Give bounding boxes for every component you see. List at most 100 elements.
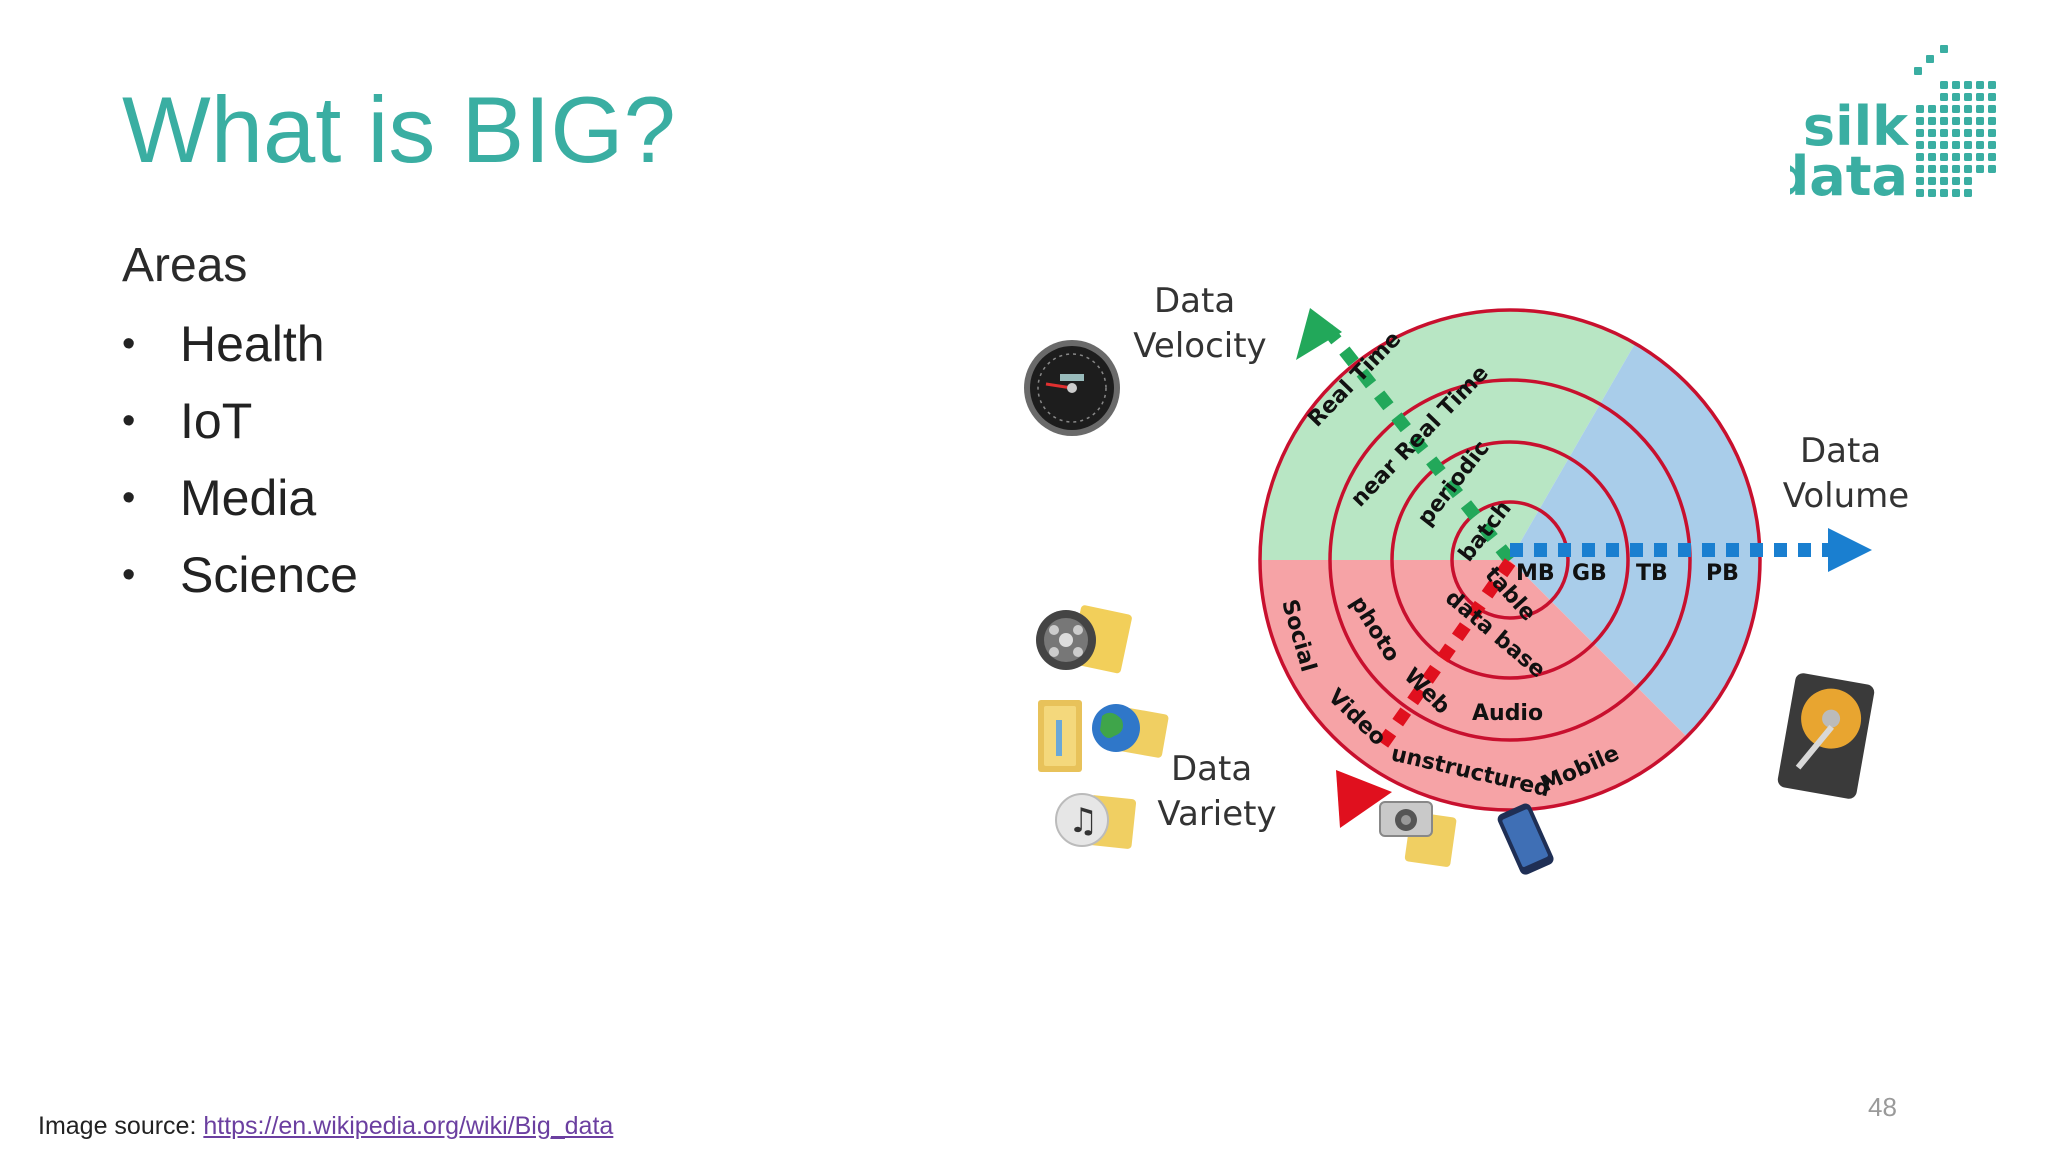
areas-list: •Health •IoT •Media •Science: [122, 312, 358, 620]
source-label: Image source:: [38, 1112, 203, 1140]
logo-dot: [1940, 81, 1948, 89]
list-item: •Media: [122, 466, 358, 543]
areas-heading: Areas: [122, 238, 247, 293]
big-data-3v-diagram: Data Velocity Data Volume Data Variety R…: [1010, 280, 1930, 900]
variety-label-line1: Data: [1171, 749, 1252, 789]
logo-dot: [1928, 165, 1936, 173]
logo-dot: [1952, 153, 1960, 161]
slide-title: What is BIG?: [122, 78, 676, 181]
logo-text-data: data: [1790, 145, 1908, 208]
logo-dot: [1916, 177, 1924, 185]
logo-dot: [1940, 177, 1948, 185]
logo-dot: [1964, 141, 1972, 149]
logo-dot: [1964, 165, 1972, 173]
svg-text:♫: ♫: [1068, 801, 1098, 841]
speedometer-icon: [1024, 340, 1120, 436]
bullet-icon: •: [122, 389, 135, 453]
logo-dot: [1916, 153, 1924, 161]
svg-text:Data Velocity: Data Velocity: [1133, 281, 1266, 366]
logo-dot: [1952, 177, 1960, 185]
music-icon: ♫: [1056, 794, 1136, 849]
list-item: •IoT: [122, 389, 358, 466]
logo-dot: [1976, 153, 1984, 161]
bullet-icon: •: [122, 543, 135, 607]
logo-dot: [1940, 141, 1948, 149]
logo-dot: [1988, 81, 1996, 89]
logo-dot: [1964, 117, 1972, 125]
bullet-icon: •: [122, 312, 135, 376]
logo-dot: [1964, 105, 1972, 113]
logo-dot: [1976, 117, 1984, 125]
logo-dot: [1988, 153, 1996, 161]
camera-icon: [1380, 802, 1457, 867]
logo-dot: [1940, 129, 1948, 137]
logo-dot: [1976, 81, 1984, 89]
logo-dot: [1988, 93, 1996, 101]
list-item: •Science: [122, 543, 358, 620]
logo-dot: [1988, 129, 1996, 137]
silk-data-logo: silk data: [1790, 45, 2020, 235]
logo-dot: [1976, 141, 1984, 149]
logo-dot: [1940, 153, 1948, 161]
logo-dot: [1988, 105, 1996, 113]
velocity-label-line1: Data: [1154, 281, 1235, 321]
logo-dot: [1940, 117, 1948, 125]
bullet-icon: •: [122, 466, 135, 530]
logo-dot: [1988, 165, 1996, 173]
volume-label-line1: Data: [1800, 431, 1881, 471]
volume-term-mb: MB: [1516, 561, 1555, 586]
page-number: 48: [1868, 1092, 1897, 1123]
logo-dot: [1916, 129, 1924, 137]
source-link[interactable]: https://en.wikipedia.org/wiki/Big_data: [203, 1112, 613, 1140]
logo-dot: [1916, 165, 1924, 173]
logo-dot: [1928, 189, 1936, 197]
velocity-arrow-head: [1296, 308, 1342, 360]
logo-dot: [1928, 141, 1936, 149]
logo-dot: [1928, 153, 1936, 161]
logo-dot: [1964, 153, 1972, 161]
logo-dot: [1952, 81, 1960, 89]
logo-dot: [1952, 117, 1960, 125]
logo-dot: [1952, 189, 1960, 197]
logo-dot: [1952, 93, 1960, 101]
logo-dot: [1964, 81, 1972, 89]
film-reel-icon: [1036, 604, 1133, 674]
logo-dot: [1952, 165, 1960, 173]
variety-term-audio: Audio: [1472, 701, 1543, 726]
phone-icon: [1496, 802, 1556, 877]
volume-term-tb: TB: [1636, 561, 1668, 586]
logo-dot: [1916, 141, 1924, 149]
globe-icon: [1092, 704, 1169, 758]
logo-dot: [1940, 93, 1948, 101]
logo-dot: [1976, 105, 1984, 113]
logo-dot: [1964, 177, 1972, 185]
hard-drive-icon: [1777, 672, 1876, 800]
logo-dot: [1964, 189, 1972, 197]
logo-dot: [1916, 189, 1924, 197]
folder-icon: [1038, 700, 1082, 772]
logo-dot: [1988, 117, 1996, 125]
volume-label-line2: Volume: [1783, 476, 1909, 516]
logo-dot: [1976, 129, 1984, 137]
svg-text:Data Variety: Data Variety: [1157, 749, 1276, 834]
logo-dot: [1928, 105, 1936, 113]
logo-dot: [1928, 129, 1936, 137]
logo-dot: [1988, 141, 1996, 149]
velocity-label-line2: Velocity: [1133, 326, 1266, 366]
logo-dot: [1928, 177, 1936, 185]
logo-dot: [1928, 117, 1936, 125]
logo-dot: [1940, 105, 1948, 113]
volume-arrow-head: [1828, 528, 1872, 572]
logo-dot: [1940, 189, 1948, 197]
logo-dot: [1952, 105, 1960, 113]
logo-dot: [1940, 165, 1948, 173]
logo-dot: [1952, 129, 1960, 137]
variety-label-line2: Variety: [1157, 794, 1276, 834]
image-source-credit: Image source: https://en.wikipedia.org/w…: [38, 1112, 613, 1141]
volume-term-gb: GB: [1572, 561, 1607, 586]
logo-dot: [1964, 129, 1972, 137]
logo-dot: [1916, 117, 1924, 125]
list-item: •Health: [122, 312, 358, 389]
svg-text:Data Volume: Data Volume: [1783, 431, 1909, 516]
logo-dot: [1916, 105, 1924, 113]
